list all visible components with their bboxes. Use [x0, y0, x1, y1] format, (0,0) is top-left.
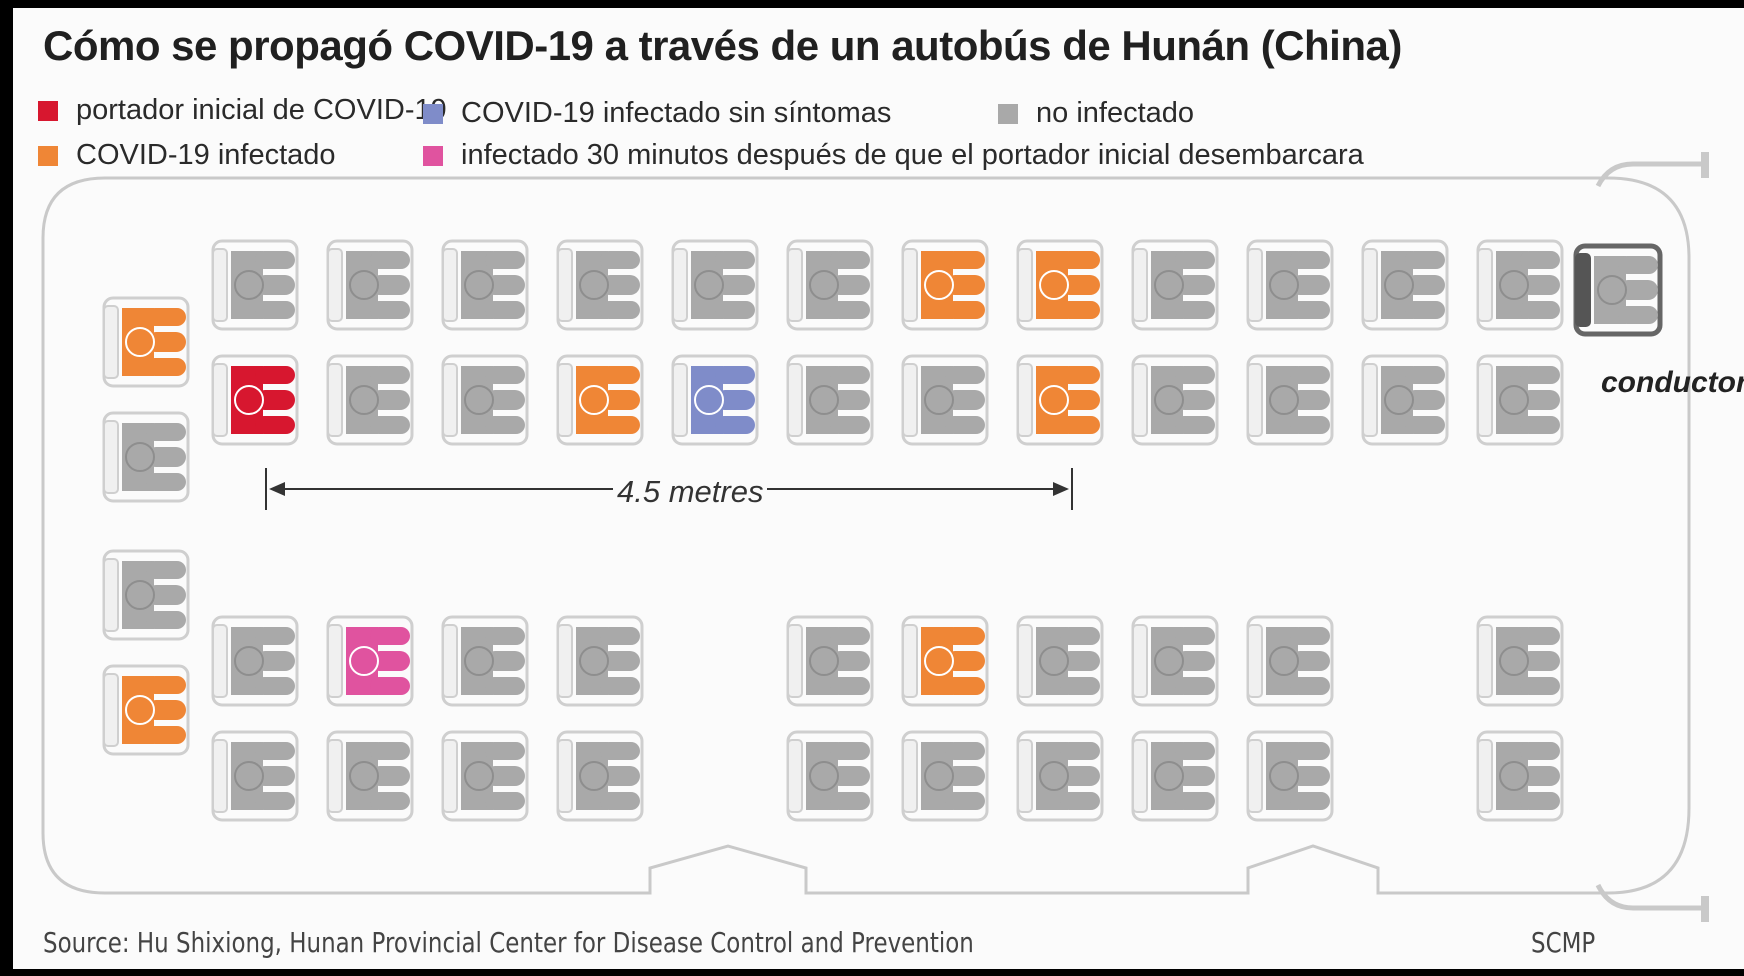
- legend-label-asymptomatic: COVID-19 infectado sin síntomas: [461, 97, 892, 129]
- seat-left-window-10: [1246, 239, 1334, 331]
- seat-right-window-8: [1016, 730, 1104, 822]
- legend-infected: COVID-19 infectado: [38, 139, 336, 172]
- seat-right-aisle-8: [1016, 615, 1104, 707]
- seat-back-bench-4: [102, 664, 190, 756]
- seat-left-aisle-6: [786, 354, 874, 446]
- seat-left-window-11: [1361, 239, 1449, 331]
- legend-swatch-not-infected: [998, 103, 1018, 124]
- seat-left-aisle-12: [1476, 354, 1564, 446]
- distance-arrowhead-right: [1053, 482, 1069, 496]
- legend-swatch-infected: [38, 145, 58, 166]
- legend-label-infected: COVID-19 infectado: [76, 139, 336, 171]
- source-note: Source: Hu Shixiong, Hunan Provincial Ce…: [43, 926, 974, 959]
- seat-left-window-1: [211, 239, 299, 331]
- seat-left-aisle-8: [1016, 354, 1104, 446]
- seat-left-window-9: [1131, 239, 1219, 331]
- legend-not-infected: no infectado: [998, 97, 1194, 130]
- seat-right-aisle-3: [441, 615, 529, 707]
- seat-right-window-9: [1131, 730, 1219, 822]
- distance-label: 4.5 metres: [613, 474, 768, 510]
- seat-left-window-5: [671, 239, 759, 331]
- distance-arrowhead-left: [269, 482, 285, 496]
- seat-right-aisle-2: [326, 615, 414, 707]
- legend-label-not-infected: no infectado: [1036, 97, 1195, 129]
- legend-infected-after: infectado 30 minutos después de que el p…: [423, 139, 1364, 172]
- seat-left-aisle-11: [1361, 354, 1449, 446]
- legend-label-initial-carrier: portador inicial de COVID-19: [76, 94, 447, 126]
- legend-swatch-initial-carrier: [38, 100, 58, 121]
- seat-left-aisle-3: [441, 354, 529, 446]
- seat-right-aisle-6: [786, 615, 874, 707]
- seat-left-window-2: [326, 239, 414, 331]
- front-mirror-bottom-head: [1701, 896, 1709, 922]
- seat-right-window-4: [556, 730, 644, 822]
- front-mirror-top-head: [1701, 152, 1709, 178]
- seat-right-aisle-9: [1131, 615, 1219, 707]
- front-mirror-top: [1595, 161, 1701, 188]
- seat-right-window-6: [786, 730, 874, 822]
- seat-left-window-6: [786, 239, 874, 331]
- legend-asymptomatic: COVID-19 infectado sin síntomas: [423, 97, 891, 130]
- infographic-panel: Cómo se propagó COVID-19 a través de un …: [13, 8, 1744, 969]
- seat-left-window-12: [1476, 239, 1564, 331]
- seat-back-bench-3: [102, 549, 190, 641]
- seat-right-window-10: [1246, 730, 1334, 822]
- seat-left-aisle-7: [901, 354, 989, 446]
- seat-left-aisle-4: [556, 354, 644, 446]
- seat-left-aisle-10: [1246, 354, 1334, 446]
- seat-right-aisle-7: [901, 615, 989, 707]
- seat-back-bench-1: [102, 296, 190, 388]
- driver-label: conductor: [1601, 366, 1744, 399]
- seat-right-window-12: [1476, 730, 1564, 822]
- legend-swatch-asymptomatic: [423, 103, 443, 124]
- seat-left-aisle-5: [671, 354, 759, 446]
- seat-right-aisle-12: [1476, 615, 1564, 707]
- seat-right-window-1: [211, 730, 299, 822]
- seat-left-window-7: [901, 239, 989, 331]
- seat-left-aisle-1: [211, 354, 299, 446]
- credit-label: SCMP: [1531, 926, 1596, 959]
- seat-left-window-8: [1016, 239, 1104, 331]
- seat-right-aisle-1: [211, 615, 299, 707]
- seat-back-bench-2: [102, 411, 190, 503]
- seat-left-aisle-2: [326, 354, 414, 446]
- chart-title: Cómo se propagó COVID-19 a través de un …: [43, 22, 1402, 69]
- seat-right-aisle-10: [1246, 615, 1334, 707]
- front-mirror-bottom: [1595, 883, 1701, 911]
- bus-diagram: [41, 152, 1709, 922]
- seat-left-aisle-9: [1131, 354, 1219, 446]
- legend-initial-carrier: portador inicial de COVID-19: [38, 94, 447, 127]
- seat-right-window-7: [901, 730, 989, 822]
- legend-label-infected-after: infectado 30 minutos después de que el p…: [461, 139, 1364, 171]
- seat-layout: [102, 239, 1663, 822]
- seat-left-window-4: [556, 239, 644, 331]
- seat-right-window-3: [441, 730, 529, 822]
- seat-right-window-2: [326, 730, 414, 822]
- bus-outline: [41, 176, 1691, 895]
- seat-left-window-3: [441, 239, 529, 331]
- seat-right-aisle-4: [556, 615, 644, 707]
- seat-driver: [1573, 243, 1663, 337]
- legend-swatch-infected-after: [423, 145, 443, 166]
